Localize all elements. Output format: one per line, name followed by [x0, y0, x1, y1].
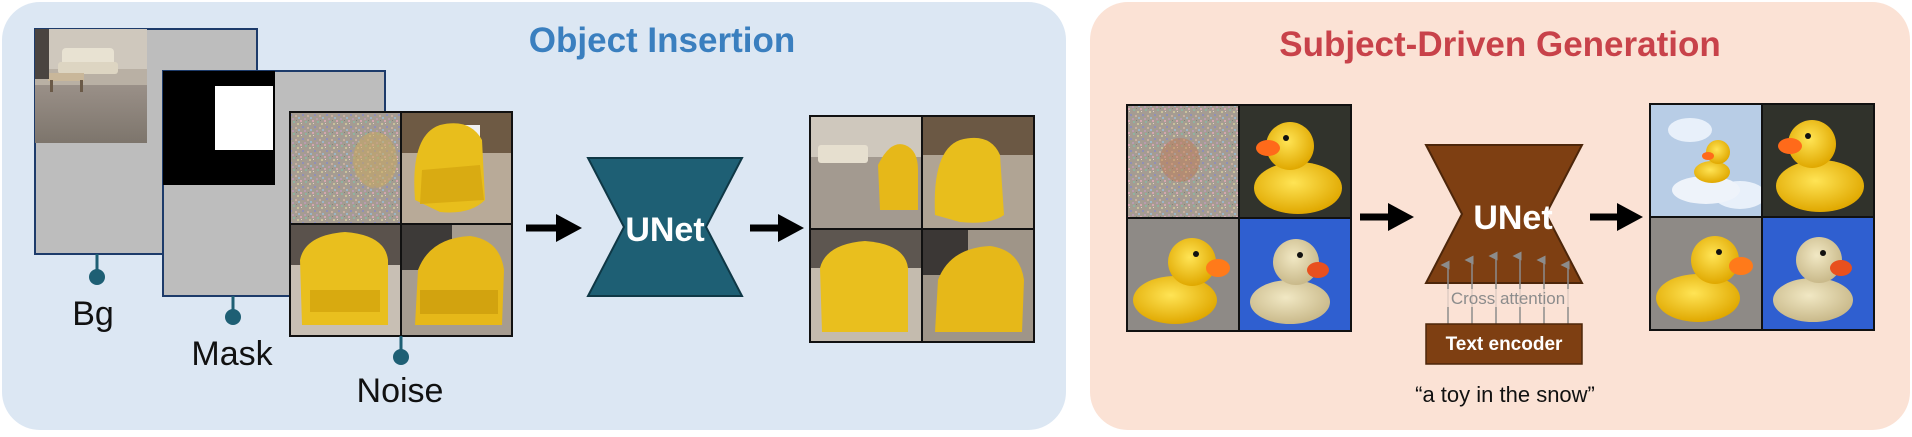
subject-output-grid	[1649, 103, 1875, 331]
duck-image-bottom-left	[1128, 219, 1239, 330]
bg-pin-connector-icon	[89, 254, 105, 285]
noise-sample-grid	[289, 111, 513, 337]
output-chair-top-right	[923, 117, 1033, 229]
duck-output-top-right	[1763, 105, 1873, 217]
duck-output-bottom-left	[1651, 218, 1762, 329]
output-chair-bottom-left	[811, 230, 922, 341]
subject-input-grid	[1126, 104, 1352, 332]
cross-attention-label: Cross attention	[1451, 289, 1565, 308]
unet-label: UNet	[625, 211, 704, 249]
bg-room-photo	[35, 29, 147, 143]
right-arrow-icon	[526, 214, 582, 242]
right-arrow-icon	[1360, 203, 1414, 231]
right-arrow-icon	[750, 214, 804, 242]
noise-cell	[1128, 106, 1239, 218]
text-encoder-label: Text encoder	[1446, 334, 1563, 355]
unet-block-subject-driven: UNet	[1424, 144, 1584, 284]
subject-driven-title: Subject-Driven Generation	[1279, 25, 1720, 64]
noise-pin-connector-icon	[393, 336, 409, 365]
duck-image-bottom-right	[1240, 219, 1350, 330]
duck-image-top-right	[1240, 106, 1350, 218]
text-prompt: “a toy in the snow”	[1415, 382, 1595, 407]
chair-image-bottom-right	[402, 225, 511, 335]
chair-image-top-right	[402, 113, 511, 224]
noise-label: Noise	[357, 372, 444, 410]
output-chair-bottom-right	[923, 230, 1033, 341]
object-insertion-output-grid	[809, 115, 1035, 343]
output-room-with-chair	[811, 117, 922, 229]
bg-label: Bg	[72, 295, 114, 333]
object-insertion-title: Object Insertion	[529, 21, 795, 60]
right-arrow-icon	[1590, 203, 1643, 231]
duck-in-snow-image	[1651, 105, 1766, 217]
chair-image-bottom-left	[291, 225, 401, 335]
unet-block-object-insertion: UNet	[586, 157, 744, 297]
mask-label: Mask	[191, 335, 273, 373]
text-encoder-block: Text encoder	[1425, 323, 1583, 365]
unet-label: UNet	[1473, 199, 1552, 237]
mask-pin-connector-icon	[225, 296, 241, 325]
duck-output-bottom-right	[1763, 218, 1873, 329]
